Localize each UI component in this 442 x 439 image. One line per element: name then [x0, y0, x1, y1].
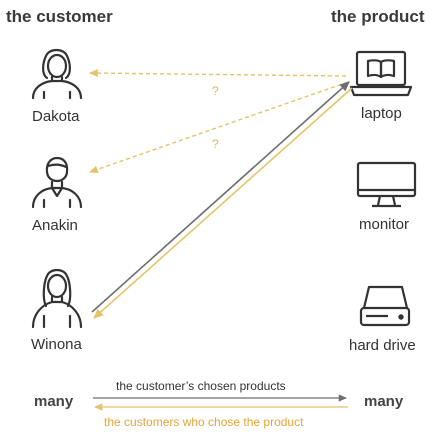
cardinality-right: many [364, 393, 404, 410]
customer-label: Anakin [32, 217, 78, 234]
person-female-icon [31, 268, 83, 329]
backward-caption: the customers who chose the product [104, 415, 304, 429]
product-label: monitor [359, 216, 410, 233]
link-laptop-to-winona [93, 87, 353, 319]
customer-label: Winona [31, 336, 82, 353]
unknown-link-mark: ? [212, 137, 219, 151]
cardinality-left: many [34, 393, 74, 410]
laptop-icon [349, 50, 413, 97]
forward-caption: the customer’s chosen products [116, 379, 286, 393]
unknown-link-mark: ? [212, 84, 219, 98]
hard-drive-icon [359, 285, 411, 327]
dashed-link-laptop-dakota [89, 69, 347, 78]
column-heading-customer: the customer [6, 7, 113, 26]
dashed-link-laptop-anakin [89, 81, 349, 174]
person-male-icon [31, 156, 83, 209]
link-winona-to-laptop [91, 81, 350, 313]
product-label: laptop [361, 105, 402, 122]
monitor-icon [356, 161, 417, 208]
customer-label: Dakota [32, 108, 80, 125]
product-label: hard drive [349, 337, 416, 354]
column-heading-product: the product [331, 7, 425, 26]
person-female-icon [31, 48, 83, 100]
